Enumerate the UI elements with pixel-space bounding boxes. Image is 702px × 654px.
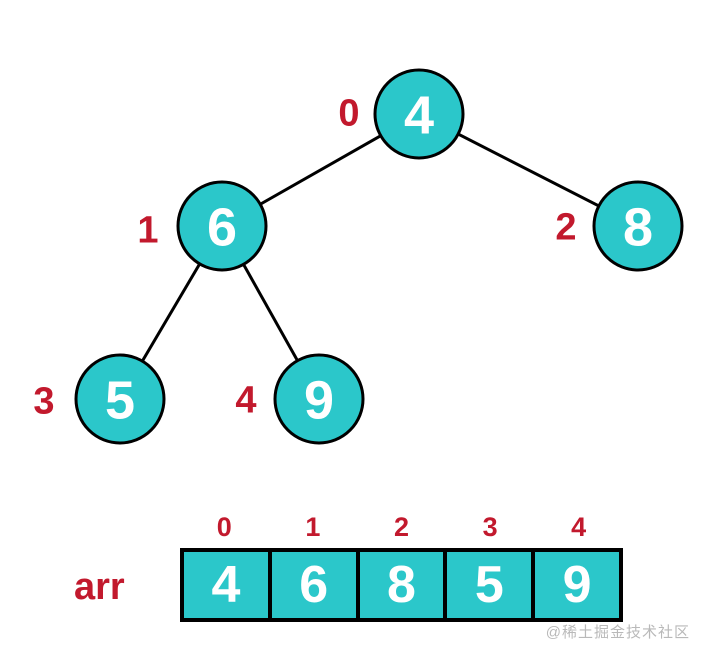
tree-node-circle xyxy=(74,353,166,445)
array-cell: 8 xyxy=(355,548,448,622)
tree-node-value: 6 xyxy=(207,197,237,257)
tree-node-index: 2 xyxy=(555,207,576,249)
binary-tree-diagram: 4 6 8 5 9 0 1 2 3 4 xyxy=(33,68,684,445)
tree-node-value: 9 xyxy=(304,370,334,430)
array-representation: 4 6 8 5 9 xyxy=(180,548,623,622)
tree-node-index: 0 xyxy=(338,93,359,135)
array-cell: 5 xyxy=(443,548,536,622)
array-index-label: 2 xyxy=(393,512,409,542)
array-index-label: 1 xyxy=(305,512,321,542)
array-index-label: 4 xyxy=(571,512,587,542)
tree-node-index: 3 xyxy=(33,381,54,423)
array-cell: 6 xyxy=(267,548,360,622)
tree-node-index: 4 xyxy=(235,380,256,422)
array-cell: 9 xyxy=(531,548,623,622)
array-index-row: 0 1 2 3 4 xyxy=(180,514,623,541)
tree-node-circle xyxy=(176,180,268,272)
tree-node-circle xyxy=(592,180,684,272)
array-label: arr xyxy=(74,566,125,608)
array-cell: 4 xyxy=(180,548,272,622)
tree-node-index: 1 xyxy=(137,210,158,252)
tree-node-circle xyxy=(373,68,465,160)
tree-node-circle xyxy=(273,353,365,445)
tree-node-value: 8 xyxy=(623,197,653,257)
watermark: @稀土掘金技术社区 xyxy=(545,624,690,641)
array-index-label: 0 xyxy=(216,512,232,542)
tree-node-value: 5 xyxy=(105,370,135,430)
array-index-label: 3 xyxy=(482,512,498,542)
tree-node-value: 4 xyxy=(404,85,434,145)
